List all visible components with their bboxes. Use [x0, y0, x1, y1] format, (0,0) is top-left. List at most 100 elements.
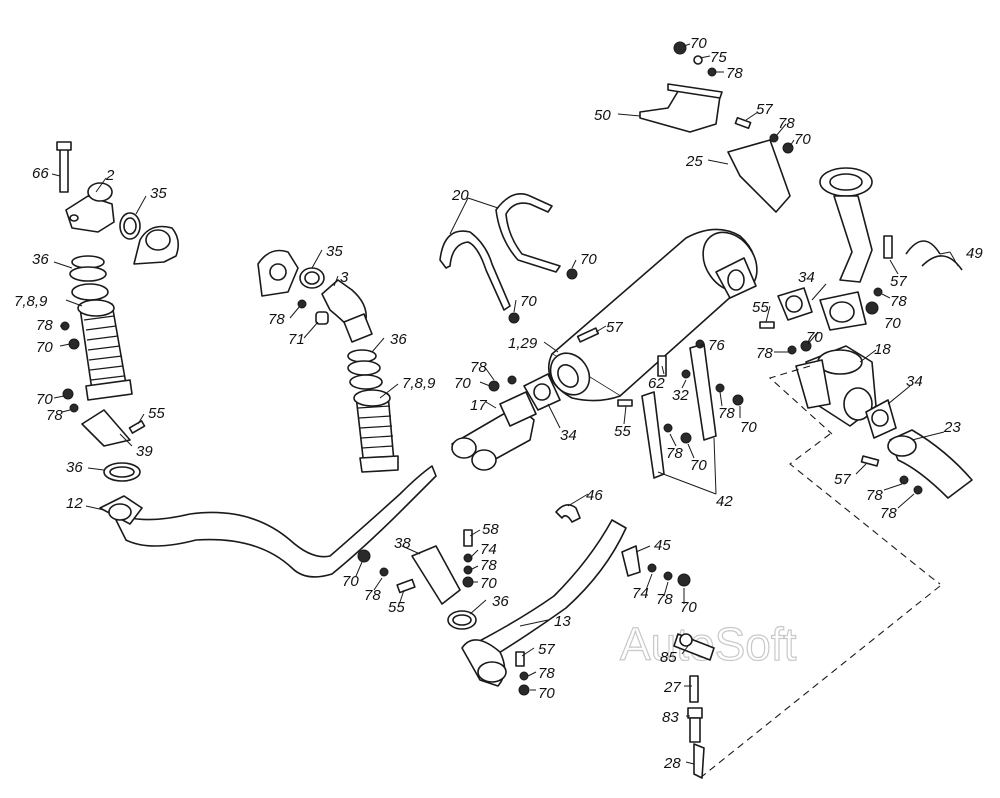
flange-right: [819, 291, 867, 331]
pipe-23: [887, 429, 973, 499]
nut-70-top: [673, 41, 687, 55]
label-70-lower: 70: [480, 575, 497, 592]
label-74-lower: 74: [480, 541, 497, 558]
gasket-34-center: [523, 373, 561, 411]
nut-71: [315, 311, 329, 325]
label-20: 20: [451, 187, 469, 204]
label-39: 39: [136, 443, 153, 460]
label-57-lower: 57: [538, 641, 555, 658]
dash-line-tube: [699, 585, 941, 779]
label-36-lower: 36: [492, 593, 509, 610]
washer-76: [695, 339, 705, 349]
muffler-1-29: [547, 228, 758, 402]
pipe-13: [461, 519, 627, 687]
label-70-tail: 70: [454, 375, 471, 392]
label-70-support-a: 70: [740, 419, 757, 436]
u-bolt-49: [905, 240, 963, 271]
washer-74-clamp: [647, 563, 657, 573]
label-71: 71: [288, 331, 305, 348]
label-34-right-low: 34: [906, 373, 923, 390]
label-34-center: 34: [560, 427, 577, 444]
label-78-lower: 78: [480, 557, 497, 574]
label-36-center: 36: [390, 331, 407, 348]
label-55-left: 55: [148, 405, 165, 422]
label-78-left-b: 78: [46, 407, 63, 424]
washer-78-right-b: [787, 345, 797, 355]
label-70-right-a: 70: [884, 315, 901, 332]
clamp-mount-35: [257, 249, 299, 297]
leader-lines: [51, 43, 959, 765]
label-35-center: 35: [326, 243, 343, 260]
washer-78-lower: [463, 565, 473, 575]
label-1-29: 1,29: [508, 335, 538, 352]
label-76: 76: [708, 337, 725, 354]
label-78-pipe23-a: 78: [866, 487, 883, 504]
nut-70-strap-a: [566, 268, 578, 280]
nut-70-clamp: [677, 573, 691, 587]
fitting-83: [687, 707, 703, 743]
label-70-pipe13: 70: [538, 685, 555, 702]
tailpipe-17: [451, 391, 537, 471]
bracket-50: [639, 83, 723, 133]
washer-78-right-a: [873, 287, 883, 297]
label-28: 28: [663, 755, 681, 772]
bolt-55-left: [128, 420, 146, 434]
label-57-muffler: 57: [606, 319, 623, 336]
label-78-left-a: 78: [36, 317, 53, 334]
label-78-top: 78: [726, 65, 743, 82]
label-78-pipe13: 78: [538, 665, 555, 682]
gasket-35-center: [299, 267, 325, 289]
nut-70-strap-b: [508, 312, 520, 324]
label-83: 83: [662, 709, 679, 726]
label-38: 38: [394, 535, 411, 552]
bolt-58: [463, 529, 473, 547]
nut-70-support-a: [732, 394, 744, 406]
washer-32: [681, 369, 691, 379]
label-17: 17: [470, 397, 487, 414]
label-7-8-9-center: 7,8,9: [402, 375, 436, 392]
nut-70-left-a: [68, 338, 80, 350]
nut-70-tail: [488, 380, 500, 392]
washer-78-tail: [507, 375, 517, 385]
bracket-39: [81, 409, 131, 447]
label-70-strap-b: 70: [520, 293, 537, 310]
bolt-57-pipe23: [860, 455, 880, 467]
label-78-bracket: 78: [778, 115, 795, 132]
bolt-55-lower: [396, 578, 416, 594]
label-70-left-a: 70: [36, 339, 53, 356]
bolt-55-right: [759, 321, 775, 329]
gasket-34-right-top: [777, 287, 813, 321]
washer-74-lower: [463, 553, 473, 563]
tube-27: [689, 675, 699, 703]
label-55-right: 55: [752, 299, 769, 316]
label-50: 50: [594, 107, 611, 124]
label-70-bracket: 70: [794, 131, 811, 148]
label-70-left-b: 70: [36, 391, 53, 408]
nut-70-left-b: [62, 388, 74, 400]
washer-78-pipe12: [379, 567, 389, 577]
label-13: 13: [554, 613, 571, 630]
label-78-right-a: 78: [890, 293, 907, 310]
bellows-7-8-9-left: [77, 299, 133, 401]
washer-78-left-b: [69, 403, 79, 413]
rings-36-center: [347, 349, 383, 390]
label-70-pipe12: 70: [342, 573, 359, 590]
label-2: 2: [105, 167, 115, 184]
nut-70-pipe13: [518, 684, 530, 696]
washer-78-pipe13: [519, 671, 529, 681]
label-58: 58: [482, 521, 499, 538]
fitting-85: [673, 633, 715, 661]
label-3: 3: [340, 269, 349, 286]
label-78-pipe12: 78: [364, 587, 381, 604]
rings-36-left: [69, 255, 109, 301]
clip-46: [555, 504, 581, 523]
label-32: 32: [672, 387, 689, 404]
label-18: 18: [874, 341, 891, 358]
label-78-support-a: 78: [718, 405, 735, 422]
label-7-8-9-left: 7,8,9: [14, 293, 48, 310]
label-23: 23: [943, 419, 961, 436]
nut-70-pipe12: [357, 549, 371, 563]
elbow-35-turbo: [133, 225, 180, 265]
label-62: 62: [648, 375, 665, 392]
label-85: 85: [660, 649, 677, 666]
